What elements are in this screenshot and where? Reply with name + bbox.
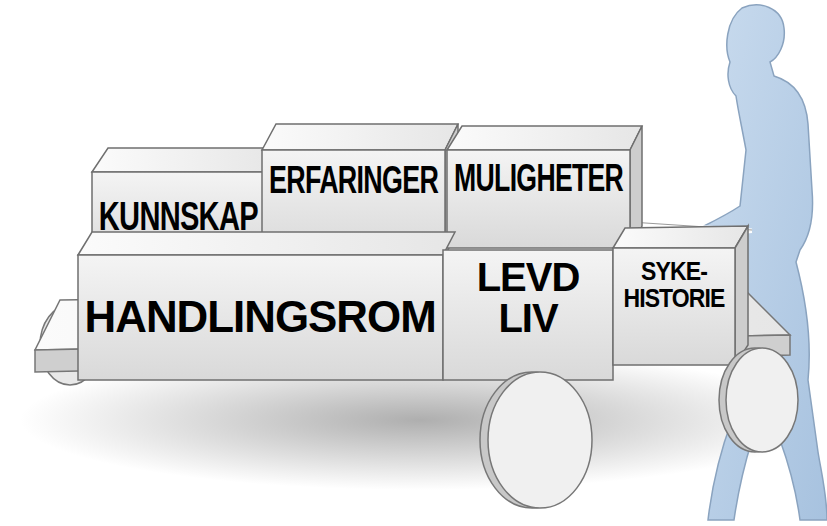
box-label: MULIGHETER (454, 159, 623, 198)
box-label: HANDLINGSROM (85, 295, 436, 340)
boxes (78, 124, 748, 380)
box-label: ERFARINGER (269, 161, 438, 200)
cargo-box: SYKE- HISTORIE (613, 250, 735, 320)
box-label: SYKE- HISTORIE (620, 258, 728, 311)
cargo-box: LEVD LIV (443, 250, 613, 345)
cargo-box: HANDLINGSROM (78, 270, 443, 365)
cargo-box: ERFARINGER (262, 150, 445, 210)
cargo-box: KUNNSKAP (92, 172, 265, 260)
box-label: KUNNSKAP (99, 196, 258, 237)
box-label: LEVD LIV (473, 257, 583, 339)
wheel (726, 348, 798, 452)
cargo-box: MULIGHETER (447, 150, 630, 206)
wheel (488, 372, 592, 508)
